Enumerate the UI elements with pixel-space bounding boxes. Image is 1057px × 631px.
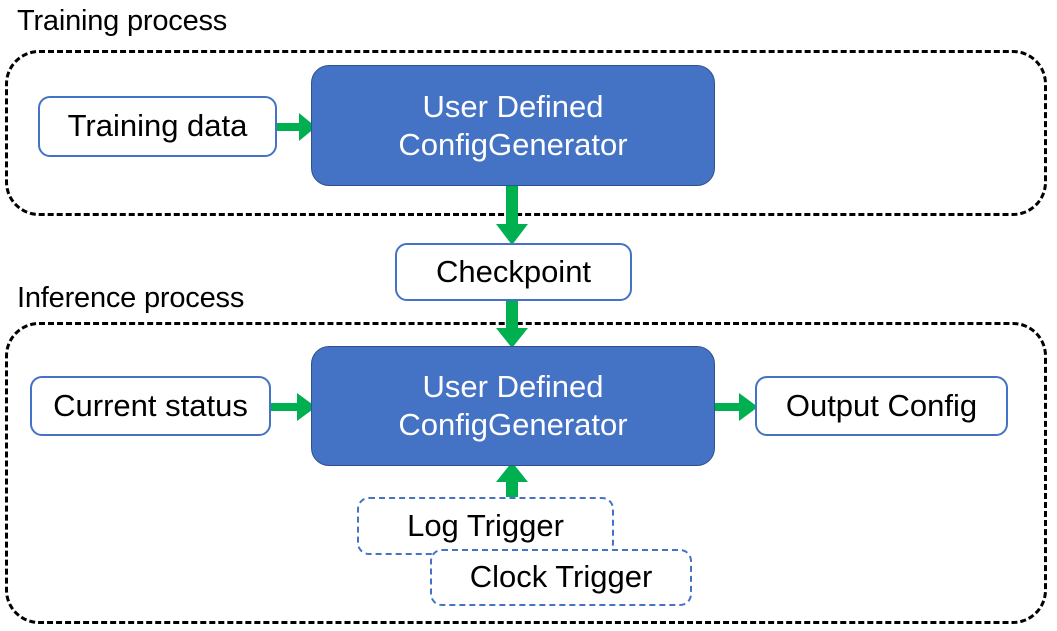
inference-process-group (5, 322, 1047, 624)
node-user-defined-config-generator-training[interactable]: User Defined ConfigGenerator (311, 65, 715, 186)
generator-inference-line-1: User Defined (422, 369, 604, 405)
generator-training-line-2: ConfigGenerator (398, 126, 628, 162)
arrow-current-status-to-generator (269, 393, 316, 421)
generator-training-line-1: User Defined (422, 88, 604, 124)
node-log-trigger[interactable]: Log Trigger (357, 497, 614, 555)
arrow-generator-to-output-config (713, 393, 758, 421)
node-clock-trigger[interactable]: Clock Trigger (430, 549, 692, 606)
arrow-checkpoint-to-generator (496, 299, 528, 348)
arrow-generator-to-checkpoint (496, 184, 528, 245)
node-user-defined-config-generator-inference[interactable]: User Defined ConfigGenerator (311, 346, 715, 466)
inference-process-title: Inference process (17, 282, 245, 314)
node-output-config[interactable]: Output Config (755, 376, 1008, 436)
generator-inference-line-2: ConfigGenerator (398, 407, 628, 442)
node-checkpoint[interactable]: Checkpoint (395, 243, 632, 301)
arrow-training-data-to-generator (277, 113, 316, 141)
node-training-data[interactable]: Training data (38, 96, 277, 157)
arrow-trigger-to-generator (496, 462, 528, 505)
node-current-status[interactable]: Current status (30, 376, 271, 436)
training-process-title: Training process (17, 5, 228, 37)
training-process-group (5, 50, 1047, 216)
